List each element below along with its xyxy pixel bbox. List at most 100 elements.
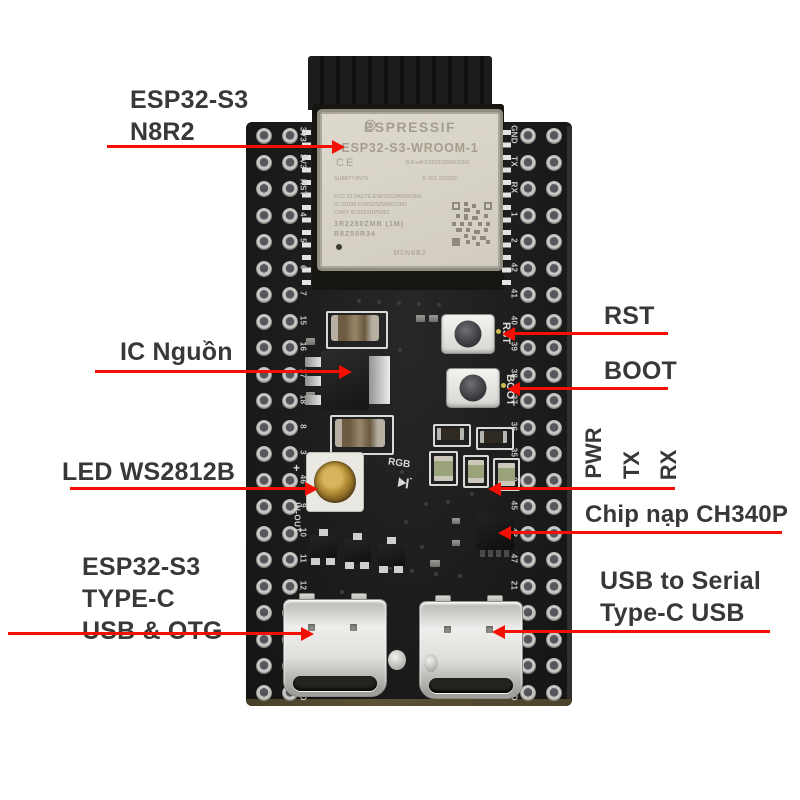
pin-hole [546, 366, 562, 383]
annotation-module: ESP32-S3 N8R2 [130, 84, 248, 148]
pin-hole [520, 684, 536, 701]
pin-hole [546, 393, 562, 409]
pin-hole [546, 313, 562, 330]
voltage-regulator-ic [321, 350, 369, 410]
pin-hole [546, 181, 562, 197]
via [397, 301, 401, 305]
pin-hole [546, 472, 562, 489]
pin-hole [520, 499, 536, 515]
module-fine-print: FCC ID:2AC7Z-ESP32S3WROOM1 IC:21098-ESP3… [334, 194, 423, 216]
annotation-tx: TX [619, 450, 644, 480]
via [388, 566, 392, 570]
pin-hole [546, 578, 562, 595]
pin-hole [256, 340, 272, 356]
pin-hole [520, 446, 536, 462]
pin-hole [282, 154, 298, 171]
pin-hole [282, 419, 298, 436]
rx-led [493, 458, 520, 491]
usb-opening [293, 676, 377, 691]
pin-hole [282, 446, 298, 462]
pin-hole [256, 631, 272, 648]
annotation-regulator: IC Nguồn [120, 338, 233, 366]
pin-hole [282, 128, 298, 144]
annotation-line-usb-otg [8, 626, 314, 641]
rst-button-cap [454, 320, 482, 348]
pin-hole [546, 499, 562, 515]
annotation-line-rgb-led [70, 481, 318, 496]
cert-text-right: B-R-wifi ESP32S3WROOM1 [406, 160, 470, 166]
via [446, 500, 450, 504]
annotation-ch340: Chip nạp CH340P [585, 501, 789, 528]
cert-text-row2-right: ® 201-220052 [422, 176, 457, 182]
pin-hole [282, 181, 298, 197]
pin-label: RX [509, 181, 519, 194]
via [400, 470, 404, 474]
pin-hole [546, 154, 562, 171]
pin-hole [546, 207, 562, 224]
pin-hole [256, 181, 272, 197]
annotation-line-module [107, 139, 345, 154]
regulator-lead [305, 376, 323, 386]
annotation-rgb-led: LED WS2812B [62, 458, 236, 486]
pin-label: 8 [298, 423, 308, 429]
pin-hole [282, 313, 298, 330]
pin-hole [546, 128, 562, 144]
pin-hole [256, 552, 272, 568]
tx-led [463, 455, 489, 488]
ws2812b-led [306, 452, 364, 512]
pwr-led [429, 451, 458, 486]
pin-hole [546, 419, 562, 436]
usb-c-otg-port [283, 599, 387, 697]
sot23-transistor [344, 533, 371, 569]
pin-hole [546, 552, 562, 568]
pin-hole [520, 366, 536, 383]
capacitor [331, 315, 379, 341]
module-label: ESPRESSIF ESP32-S3-WROOM-1 CE B-R-wifi E… [320, 112, 500, 268]
pin-hole [520, 260, 536, 277]
pin-hole [282, 287, 298, 303]
ce-mark: CE [336, 157, 356, 169]
pin-hole [520, 234, 536, 250]
pin-hole [520, 128, 536, 144]
pin-hole [256, 128, 272, 144]
module-castellation-right [502, 130, 511, 286]
pin-hole [282, 260, 298, 277]
pin-hole [256, 578, 272, 595]
pin-label: TX [509, 155, 519, 167]
annotation-rst: RST [604, 302, 655, 330]
pin-hole [546, 684, 562, 701]
espressif-brand: ESPRESSIF [322, 119, 498, 135]
usb-rivet [486, 626, 493, 633]
pin-label: 2 [509, 238, 519, 243]
pin-hole [282, 234, 298, 250]
pin-hole [546, 234, 562, 250]
pin-hole [520, 578, 536, 595]
smd-component [416, 315, 425, 322]
via [434, 572, 438, 576]
usb-c-serial-port [419, 601, 523, 699]
pin-hole [520, 393, 536, 409]
annotation-text: N8R2 [130, 118, 195, 146]
pcb-edge [567, 126, 572, 701]
annotation-line-regulator [95, 364, 352, 379]
pin-hole [256, 260, 272, 277]
annotation-line-ch340 [498, 525, 782, 540]
pin-hole [282, 207, 298, 224]
smd-component [501, 383, 506, 388]
via [398, 348, 402, 352]
smd-component [496, 329, 501, 334]
silkscreen-box [476, 427, 514, 450]
cert-text-row2-left: SU8B7Y3N75 [334, 176, 369, 182]
pcb-edge-bottom [246, 699, 572, 706]
mounting-pad [388, 650, 406, 670]
pin-hole [520, 472, 536, 489]
via [437, 303, 441, 307]
annotation-line-rst [502, 326, 668, 341]
pin-label: 6 [298, 264, 308, 270]
silkscreen-in-out: IN-OUT [292, 502, 302, 533]
pin-hole [256, 234, 272, 250]
pin-hole [546, 260, 562, 277]
smd-component [452, 518, 460, 524]
pin1-dot [336, 244, 342, 250]
usb-opening [429, 678, 513, 693]
